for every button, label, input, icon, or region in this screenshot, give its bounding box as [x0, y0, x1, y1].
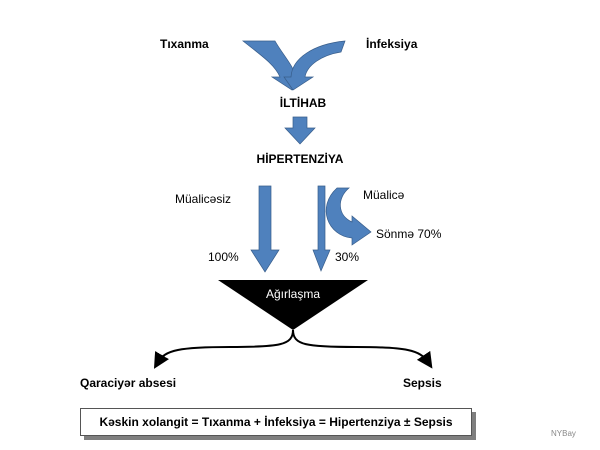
down-arrow-treated	[312, 185, 331, 272]
label-infection: İnfeksiya	[366, 37, 418, 51]
label-obstruction: Tıxanma	[160, 37, 209, 51]
branch-arrow-liver-abscess	[153, 329, 294, 369]
label-untreated: Müalicəsiz	[175, 192, 232, 206]
formula-box: Kəskin xolangit = Tıxanma + İnfeksiya = …	[80, 408, 472, 436]
uturn-arrow-resolution	[325, 187, 372, 246]
label-treated: Müalicə	[363, 188, 405, 202]
curved-arrow-infection	[283, 40, 346, 91]
label-complication: Ağırlaşma	[265, 287, 321, 301]
down-arrow-inflammation	[284, 116, 316, 145]
watermark: NYBay	[551, 429, 576, 438]
label-resolution: Sönmə 70%	[376, 227, 442, 241]
label-sepsis: Sepsis	[403, 376, 442, 390]
label-untreated-percent: 100%	[208, 250, 239, 264]
label-liver-abscess: Qaraciyər absesi	[80, 376, 177, 390]
label-treated-percent: 30%	[335, 250, 360, 264]
label-inflammation: İLTİHAB	[279, 96, 327, 110]
down-arrow-untreated	[250, 185, 280, 273]
complication-funnel	[218, 280, 368, 330]
label-hypertension: HİPERTENZİYA	[256, 152, 344, 166]
branch-arrow-sepsis	[292, 329, 433, 369]
